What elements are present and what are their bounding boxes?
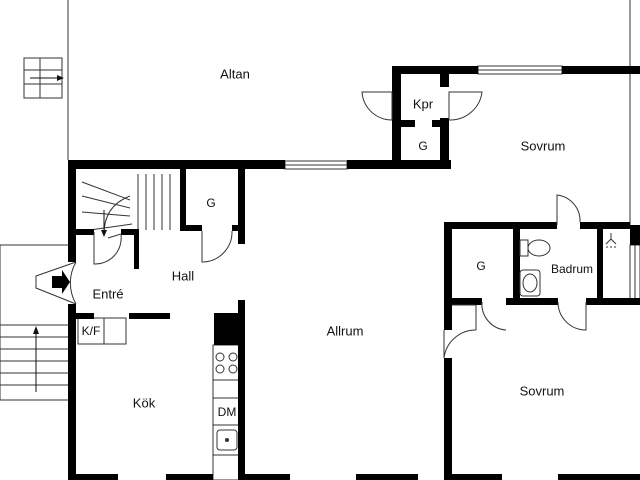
room-label-sovrum-lower: Sovrum bbox=[519, 383, 565, 399]
room-label-g-kpr: G bbox=[418, 139, 428, 153]
g-door bbox=[201, 230, 233, 263]
kf-box bbox=[77, 317, 127, 345]
interior-stair bbox=[81, 174, 171, 239]
allrum-door bbox=[443, 329, 477, 359]
room-label-kf: K/F bbox=[81, 324, 101, 338]
room-label-hall: Hall bbox=[171, 268, 195, 284]
thick-walls bbox=[68, 66, 640, 480]
stove-icon bbox=[215, 352, 238, 374]
room-label-entre: Entré bbox=[92, 286, 124, 302]
door-swings bbox=[35, 91, 587, 359]
interior-stair-arrow-icon bbox=[101, 210, 107, 237]
small-stair-arrow-icon bbox=[30, 75, 64, 81]
toilet-icon bbox=[519, 239, 551, 257]
sovrum-door-bottom bbox=[557, 301, 587, 331]
kitchen-sink-icon bbox=[216, 429, 238, 451]
sink-icon bbox=[519, 269, 541, 297]
room-label-kok: Kök bbox=[132, 395, 156, 411]
kpr-door-right bbox=[448, 91, 483, 121]
room-label-allrum: Allrum bbox=[326, 323, 364, 339]
front-door-panel bbox=[35, 261, 77, 305]
appliance-label-dm: DM bbox=[217, 405, 237, 419]
shower-icon bbox=[605, 233, 617, 248]
room-label-sovrum-upper: Sovrum bbox=[520, 138, 566, 154]
kpr-door-left bbox=[361, 91, 393, 121]
room-label-g-hall: G bbox=[206, 196, 216, 210]
stair-arrow-icon bbox=[33, 326, 39, 392]
closet-mark bbox=[452, 304, 477, 330]
outdoor-stair bbox=[0, 324, 68, 386]
room-label-badrum: Badrum bbox=[550, 262, 594, 276]
front-door-swing bbox=[69, 261, 77, 305]
entre-door bbox=[93, 232, 122, 265]
room-label-g-bath: G bbox=[476, 259, 486, 273]
entrance-arrow-icon bbox=[52, 270, 70, 294]
bedroom-door bbox=[481, 301, 507, 331]
room-label-altan: Altan bbox=[220, 66, 250, 82]
badrum-door-top bbox=[556, 194, 581, 225]
room-label-kpr: Kpr bbox=[412, 96, 434, 112]
